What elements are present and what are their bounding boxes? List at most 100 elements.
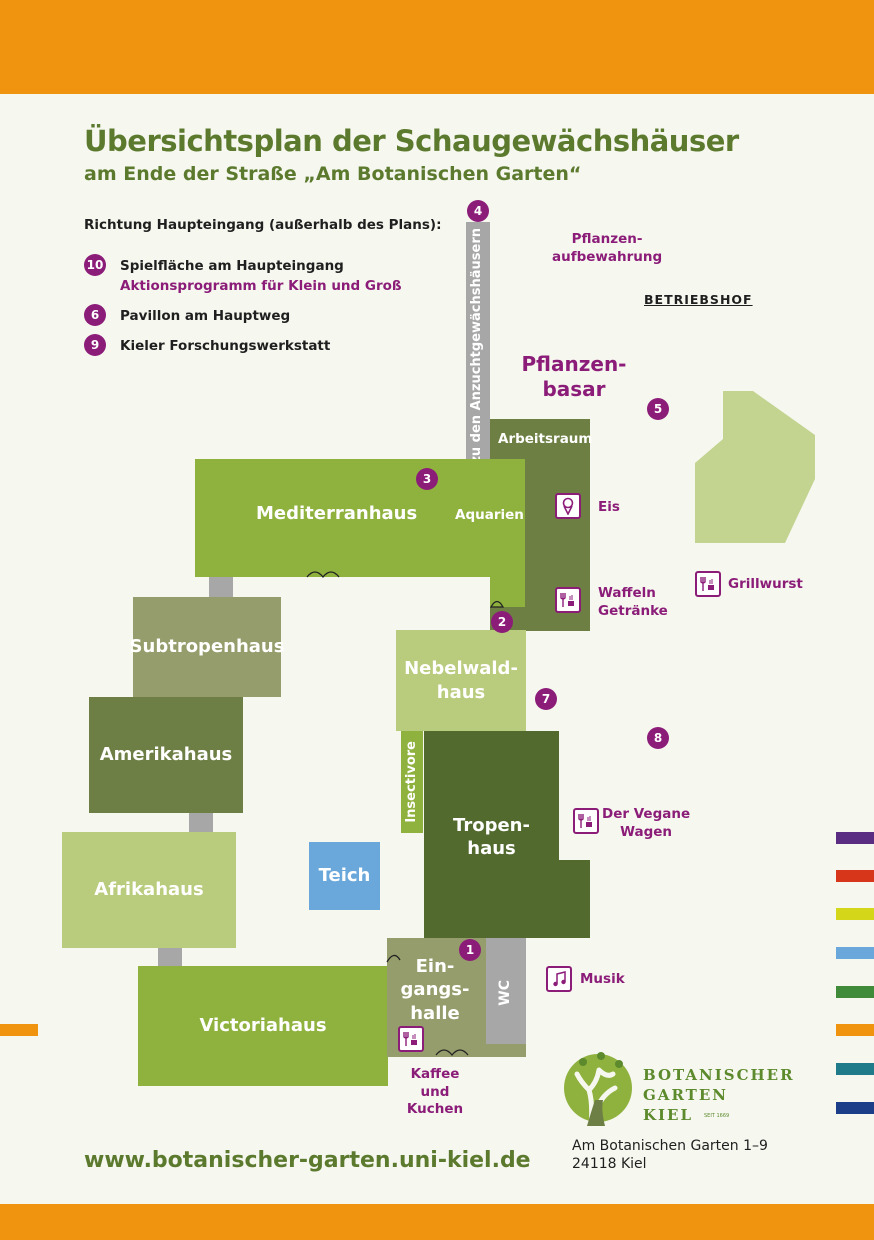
eingangshalle-label-1: Ein- [415, 955, 455, 977]
wc[interactable]: WC [486, 938, 526, 1044]
address-line-1: Am Botanischen Garten 1–9 [572, 1138, 768, 1154]
eingangshalle-label-box: Ein- gangs- halle [395, 952, 475, 1028]
page-subtitle: am Ende der Straße „Am Botanischen Garte… [84, 163, 582, 185]
door-icon [489, 600, 505, 608]
path-label: zu den Anzuchtgewächshäusern [469, 228, 484, 464]
tropenhaus-label-box: Tropen- haus [424, 800, 559, 874]
marker-9[interactable]: 9 [84, 334, 106, 356]
musik-label: Musik [580, 971, 625, 987]
logo-line-1: BOTANISCHER [643, 1066, 795, 1084]
vegane-wagen-line-1: Der Vegane [602, 806, 691, 822]
tropenhaus-label-2: haus [467, 838, 516, 859]
legend-item-label: Pavillon am Hauptweg [120, 308, 291, 324]
waffeln-line-1: Waffeln [598, 585, 656, 601]
legend-item-sublabel: Aktionsprogramm für Klein und Groß [120, 278, 402, 294]
pflanzenbasar-line-2: basar [542, 377, 606, 401]
vegane-wagen-line-2: Wagen [620, 823, 673, 840]
connector [158, 946, 182, 968]
food-drink-icon [398, 1026, 424, 1052]
grillwurst-label: Grillwurst [728, 576, 803, 592]
marker-1[interactable]: 1 [459, 939, 481, 961]
legend-direction: Richtung Haupteingang (außerhalb des Pla… [84, 217, 442, 233]
mediterranhaus-label: Mediterranhaus [256, 503, 418, 524]
afrikahaus-label: Afrikahaus [94, 879, 204, 901]
tropenhaus[interactable] [424, 731, 559, 938]
kaffee-label: Kaffee und Kuchen [394, 1066, 476, 1119]
stripe-darkblue [836, 1102, 874, 1114]
top-orange-bar [0, 0, 874, 94]
insectivore-house[interactable]: Insectivore [401, 731, 423, 833]
pflanzenaufbewahrung-label: Pflanzen- aufbewahrung [552, 231, 662, 266]
marker-2[interactable]: 2 [491, 611, 513, 633]
stripe-orange [836, 1024, 874, 1036]
pflanzenbasar-line-1: Pflanzen- [521, 352, 627, 376]
subtropenhaus[interactable]: Subtropenhaus [130, 597, 284, 697]
address-line-2: 24118 Kiel [572, 1156, 647, 1173]
mediterranhaus[interactable] [195, 459, 525, 577]
amerikahaus[interactable]: Amerikahaus [89, 697, 243, 813]
stripe-red [836, 870, 874, 882]
stripe-green [836, 986, 874, 998]
victoriahaus[interactable]: Victoriahaus [138, 966, 388, 1086]
tropenhaus-extension [559, 860, 590, 938]
pflanzenbasar-label: Pflanzen- basar [520, 352, 628, 402]
marker-10[interactable]: 10 [84, 254, 106, 276]
legend-item-label: Kieler Forschungswerkstatt [120, 338, 331, 354]
door-icon [435, 1049, 469, 1057]
address: Am Botanischen Garten 1–9 24118 Kiel [572, 1137, 768, 1173]
vegane-wagen-label: Der Vegane Wagen [602, 806, 690, 841]
marker-5[interactable]: 5 [647, 398, 669, 420]
food-drink-icon [695, 571, 721, 597]
pflanzenaufbewahrung-line-1: Pflanzen- [571, 231, 643, 247]
marker-6[interactable]: 6 [84, 304, 106, 326]
teich-label: Teich [318, 865, 371, 887]
stripe-left-orange [0, 1024, 38, 1036]
victoriahaus-label: Victoriahaus [199, 1015, 327, 1037]
kaffee-line-1: Kaffee und [410, 1066, 460, 1100]
website-url[interactable]: www.botanischer-garten.uni-kiel.de [84, 1148, 531, 1173]
tree-logo-icon [564, 1052, 632, 1128]
door-icon [306, 571, 340, 579]
nebelwaldhaus-label-1: Nebelwald- [404, 658, 518, 680]
stripe-lightblue [836, 947, 874, 959]
legend-item-label: Spielfläche am Haupteingang [120, 258, 344, 274]
page-title: Übersichtsplan der Schaugewächshäuser [84, 124, 739, 158]
marker-4[interactable]: 4 [467, 200, 489, 222]
nebelwaldhaus-label-2: haus [436, 681, 486, 703]
teich[interactable]: Teich [309, 842, 380, 910]
stripe-yellow [836, 908, 874, 920]
ice-cream-icon [555, 493, 581, 519]
food-drink-icon [573, 808, 599, 834]
aquarien-label: Aquarien [455, 507, 524, 523]
waffeln-label: Waffeln Getränke [598, 585, 668, 620]
betriebshof-area [695, 391, 815, 543]
stripe-teal [836, 1063, 874, 1075]
pflanzenaufbewahrung-line-2: aufbewahrung [552, 248, 663, 265]
tropenhaus-label-1: Tropen- [453, 814, 530, 836]
logo-line-3: KIEL [643, 1106, 694, 1124]
logo-line-2: GARTEN [643, 1086, 728, 1104]
betriebshof-label: BETRIEBSHOF [644, 292, 753, 307]
waffeln-line-2: Getränke [598, 602, 668, 619]
eingangshalle-label-2: gangs- [400, 979, 470, 1001]
marker-8[interactable]: 8 [647, 727, 669, 749]
afrikahaus[interactable]: Afrikahaus [62, 832, 236, 948]
eingangshalle-label-3: halle [410, 1002, 460, 1024]
connector [189, 812, 213, 834]
door-icon [386, 954, 401, 963]
stripe-purple [836, 832, 874, 844]
bottom-orange-bar [0, 1204, 874, 1240]
connector [209, 576, 233, 598]
nebelwaldhaus[interactable]: Nebelwald- haus [396, 630, 526, 731]
marker-3[interactable]: 3 [416, 468, 438, 490]
arbeitsraum-label: Arbeitsraum [498, 431, 593, 447]
amerikahaus-label: Amerikahaus [99, 744, 233, 766]
kaffee-line-2: Kuchen [406, 1101, 464, 1118]
path-to-nursery: zu den Anzuchtgewächshäusern [466, 222, 490, 464]
insectivore-label: Insectivore [404, 741, 419, 823]
music-note-icon [546, 966, 572, 992]
logo-since: SEIT 1669 [704, 1113, 730, 1119]
food-drink-icon [555, 587, 581, 613]
marker-7[interactable]: 7 [535, 688, 557, 710]
eis-label: Eis [598, 499, 620, 515]
